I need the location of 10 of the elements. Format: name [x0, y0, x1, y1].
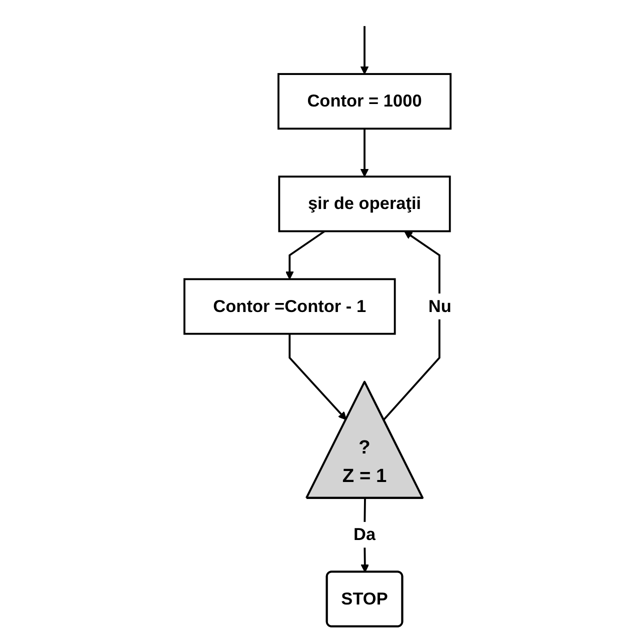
edge-label: Da: [353, 524, 376, 544]
node-box: Contor =Contor - 1: [183, 278, 396, 335]
edge-label: Nu: [428, 296, 452, 316]
node-box: Contor = 1000: [278, 73, 452, 130]
arrow: [360, 26, 369, 74]
arrow: [383, 230, 440, 420]
arrow: [360, 128, 369, 177]
arrow: [285, 230, 326, 280]
arrow: [288, 334, 347, 420]
node-box: şir de operaţii: [278, 176, 451, 232]
